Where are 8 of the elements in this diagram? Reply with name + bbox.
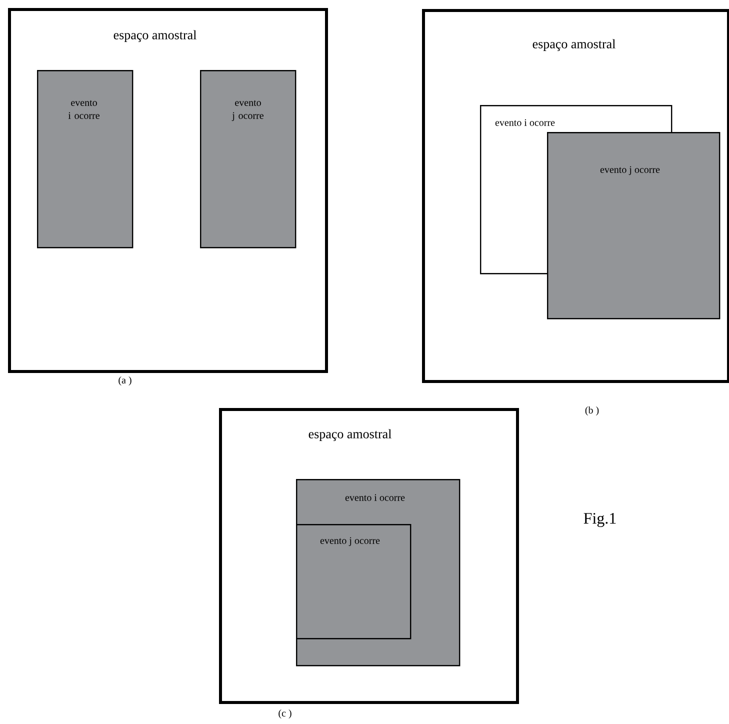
event-box: evento j ocorre xyxy=(200,70,296,248)
panel-label: (a ) xyxy=(118,376,132,386)
panel-label: (b ) xyxy=(585,406,599,416)
event-box: evento i ocorre xyxy=(37,70,134,248)
figure-label: Fig.1 xyxy=(584,513,616,528)
panel-label: (c ) xyxy=(278,709,292,719)
event-box: evento j ocorre xyxy=(296,524,412,640)
event-box: evento j ocorre xyxy=(547,132,720,320)
